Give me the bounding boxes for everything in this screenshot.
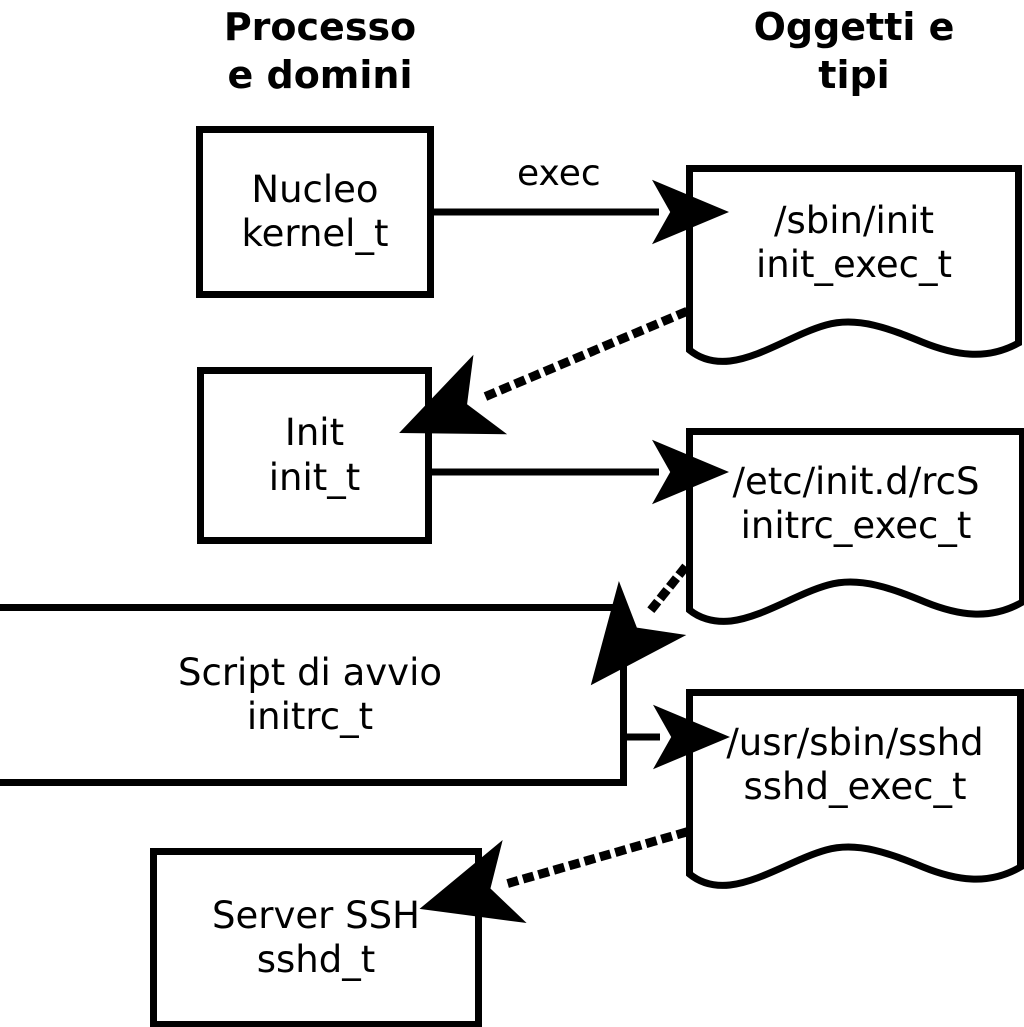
edge-label-exec: exec	[517, 153, 601, 194]
process-node-sshd[interactable]: Server SSH sshd_t	[150, 848, 482, 1027]
document-shape-icon	[686, 689, 1024, 889]
object-node-initrc-exec-label: /etc/init.d/rcS initrc_exec_t	[732, 460, 980, 548]
edge-sshd-exec-to-sshd	[419, 827, 689, 924]
document-shape-icon	[686, 165, 1022, 365]
process-node-init[interactable]: Init init_t	[197, 367, 432, 544]
object-node-initrc-exec[interactable]: /etc/init.d/rcS initrc_exec_t	[686, 428, 1024, 636]
object-node-sshd-exec-label: /usr/sbin/sshd sshd_exec_t	[726, 721, 984, 809]
column-header-objects: Oggetti e tipi	[753, 5, 955, 97]
object-node-init-exec-label: /sbin/init init_exec_t	[755, 199, 952, 287]
edge-init-exec-to-init	[399, 307, 689, 435]
column-header-processes: Processo e domini	[223, 5, 417, 97]
edge-initrc-exec-to-initrc	[590, 563, 690, 686]
object-node-init-exec[interactable]: /sbin/init init_exec_t	[686, 165, 1022, 377]
process-node-kernel[interactable]: Nucleo kernel_t	[196, 126, 434, 298]
object-node-sshd-exec[interactable]: /usr/sbin/sshd sshd_exec_t	[686, 689, 1024, 901]
process-node-initrc[interactable]: Script di avvio initrc_t	[0, 604, 627, 786]
document-shape-icon	[686, 428, 1024, 625]
